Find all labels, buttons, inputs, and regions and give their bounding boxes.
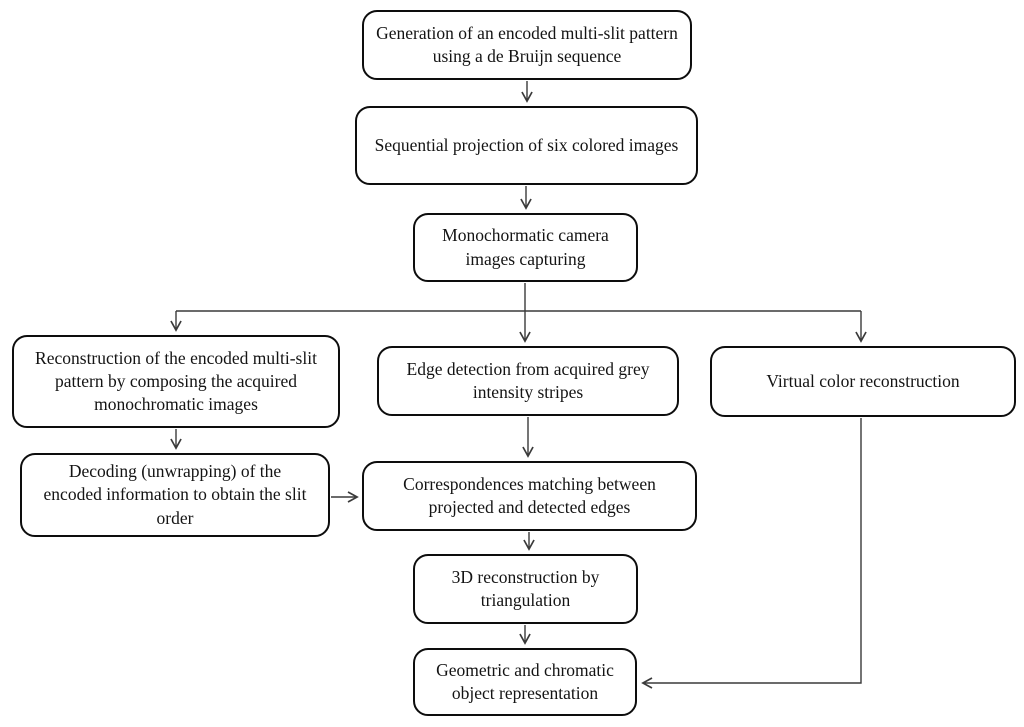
node-projection-label: Sequential projection of six colored ima… [374,134,679,155]
node-reconstruction-label: Reconstruction of the encoded multi-slit… [35,347,317,415]
node-virtual-color-label: Virtual color reconstruction [766,370,960,391]
node-correspondences-label: Correspondences matching between project… [403,473,656,517]
node-representation-label: Geometric and chromatic object represent… [436,659,614,703]
node-triangulation-label: 3D reconstruction by triangulation [451,566,600,610]
node-generation-label: Generation of an encoded multi-slit patt… [376,22,678,66]
node-decoding-label: Decoding (unwrapping) of the encoded inf… [43,461,307,528]
node-generation: Generation of an encoded multi-slit patt… [362,10,692,80]
node-capture: Monochormatic camera images capturing [413,213,638,282]
node-decoding: Decoding (unwrapping) of the encoded inf… [20,453,330,537]
edge-virtual-color-representation [643,418,862,683]
node-edge-detection-label: Edge detection from acquired grey intens… [406,358,650,402]
node-edge-detection: Edge detection from acquired grey intens… [377,346,679,416]
node-correspondences: Correspondences matching between project… [362,461,697,531]
node-capture-label: Monochormatic camera images capturing [442,225,609,269]
node-virtual-color: Virtual color reconstruction [710,346,1016,417]
node-representation: Geometric and chromatic object represent… [413,648,637,716]
node-projection: Sequential projection of six colored ima… [355,106,698,185]
node-triangulation: 3D reconstruction by triangulation [413,554,638,624]
node-reconstruction: Reconstruction of the encoded multi-slit… [12,335,340,428]
